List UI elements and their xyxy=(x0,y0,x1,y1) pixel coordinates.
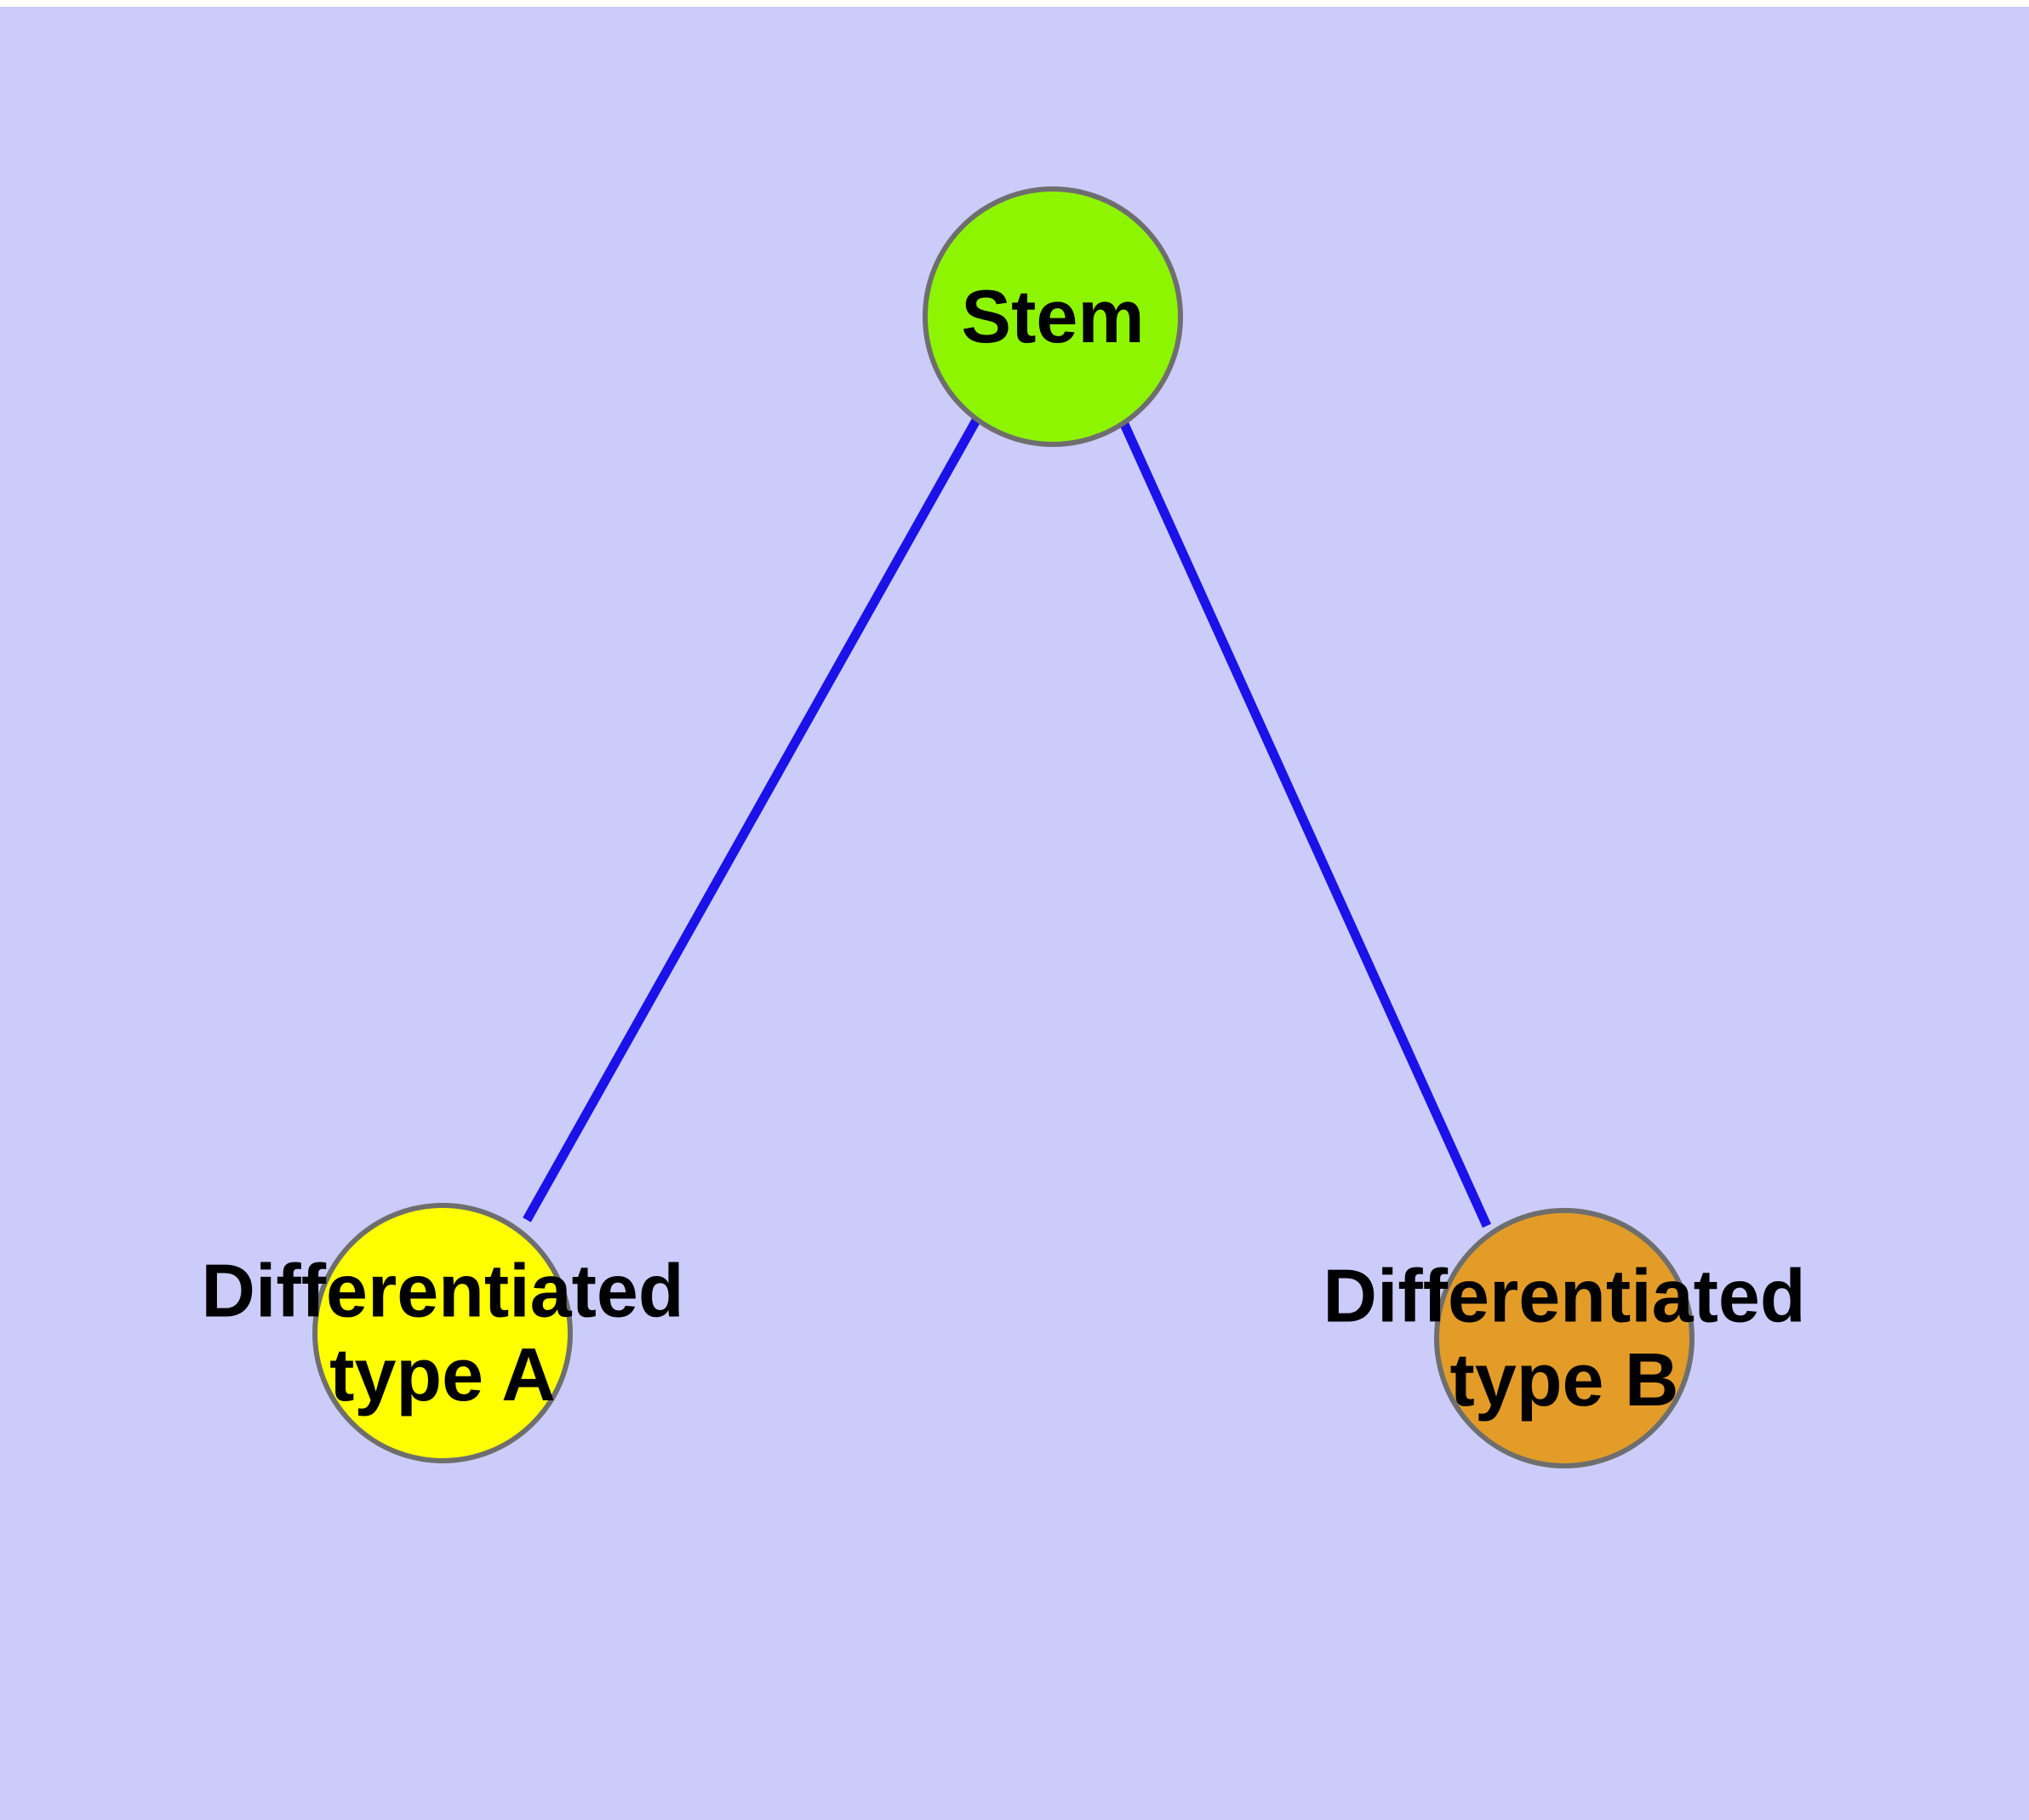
node-differentiated-type-b[interactable]: Differentiated type B xyxy=(1323,1208,1806,1468)
node-differentiated-type-b-label-line-1: Differentiated xyxy=(1323,1254,1805,1338)
edge-stem-to-differentiated-type-b xyxy=(1118,420,1492,1228)
node-stem[interactable]: Stem xyxy=(923,186,1183,447)
node-differentiated-type-b-circle[interactable] xyxy=(1434,1208,1695,1468)
node-differentiated-type-a-circle[interactable] xyxy=(312,1203,573,1463)
node-differentiated-type-b-label-line-2: type B xyxy=(1450,1337,1679,1422)
node-differentiated-type-a[interactable]: Differentiated type A xyxy=(201,1203,684,1463)
node-differentiated-type-a-label-line-2: type A xyxy=(329,1332,556,1417)
node-differentiated-type-a-label-line-1: Differentiated xyxy=(201,1249,683,1333)
edges-layer xyxy=(523,416,1492,1228)
node-stem-label-line-1: Stem xyxy=(961,274,1144,358)
node-stem-circle[interactable] xyxy=(923,186,1183,447)
edge-stem-to-differentiated-type-a xyxy=(523,416,981,1222)
nodes-layer: Stem Differentiated type A Differentiate… xyxy=(201,186,1806,1468)
